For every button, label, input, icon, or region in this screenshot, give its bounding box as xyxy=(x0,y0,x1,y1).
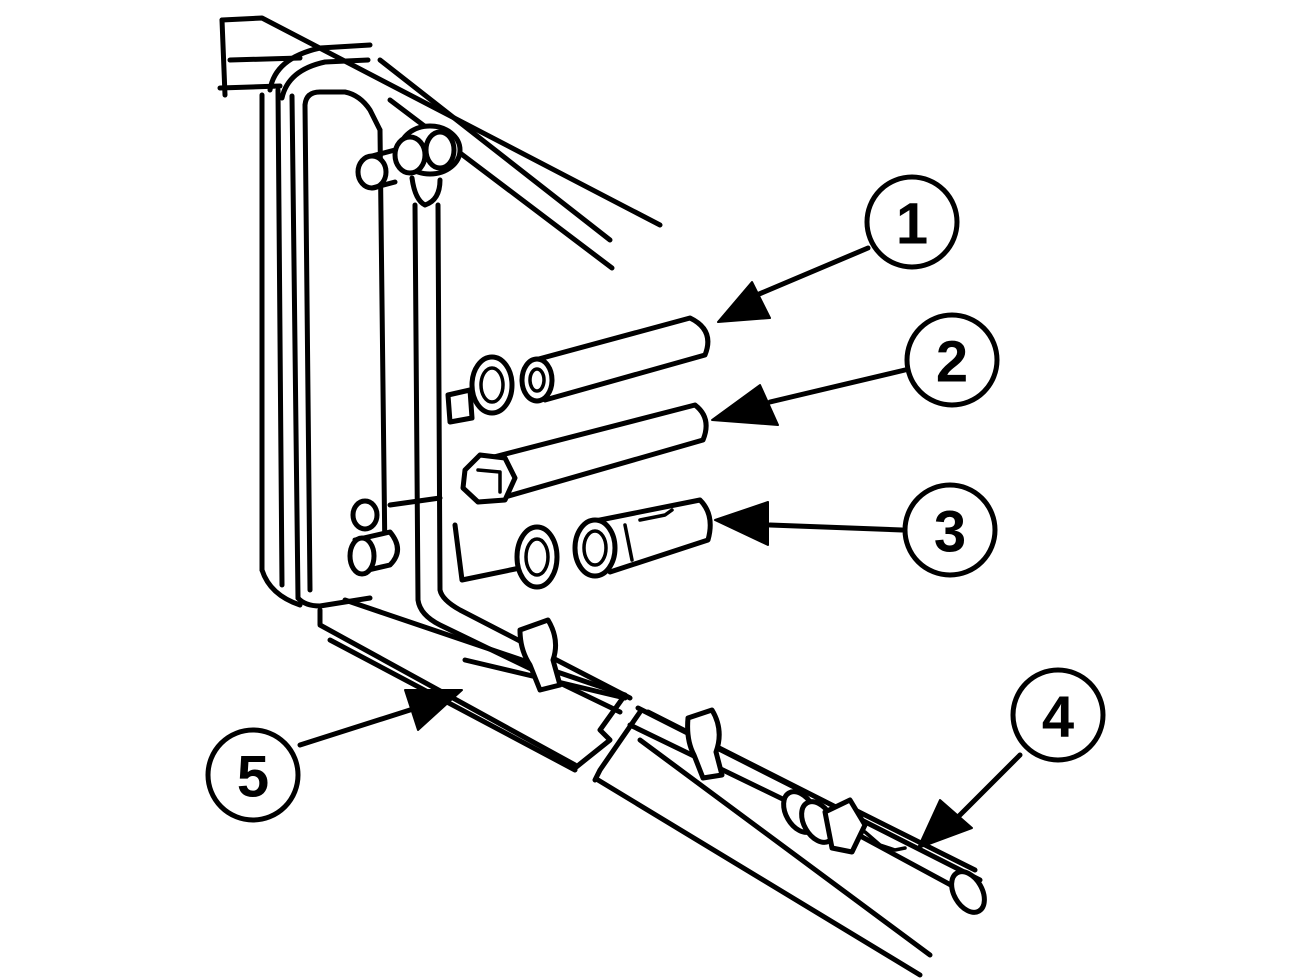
arrowhead-5 xyxy=(404,689,463,731)
part-3-fitting xyxy=(452,497,713,590)
leader-4 xyxy=(952,752,1023,823)
upper-tank-fitting xyxy=(355,123,463,208)
callout-1: 1 xyxy=(864,174,960,270)
callout-2: 2 xyxy=(904,312,1000,408)
leader-2 xyxy=(767,367,908,405)
lower-frame-rail xyxy=(317,597,983,978)
arrowhead-2 xyxy=(711,384,779,426)
callout-4: 4 xyxy=(1010,667,1106,763)
leader-5 xyxy=(297,707,413,748)
leader-3 xyxy=(767,522,905,533)
callout-5: 5 xyxy=(205,727,301,823)
lower-tank-fitting xyxy=(347,495,443,577)
leader-1 xyxy=(742,245,871,303)
callout-3: 3 xyxy=(902,482,998,578)
part-2-tube xyxy=(460,402,709,505)
cooler-lines xyxy=(412,202,987,915)
rail-clips xyxy=(517,617,725,781)
part-1-hose xyxy=(445,315,711,425)
leader-arrows xyxy=(297,245,1023,849)
callout-4-label: 4 xyxy=(1042,685,1074,750)
callout-2-label: 2 xyxy=(936,330,968,395)
arrowhead-1 xyxy=(717,281,771,323)
callout-1-label: 1 xyxy=(896,192,928,257)
tube-connector xyxy=(781,789,907,855)
callout-3-label: 3 xyxy=(934,500,966,565)
arrowhead-3 xyxy=(714,501,769,546)
arrowhead-4 xyxy=(917,799,973,849)
callout-5-label: 5 xyxy=(237,745,269,810)
